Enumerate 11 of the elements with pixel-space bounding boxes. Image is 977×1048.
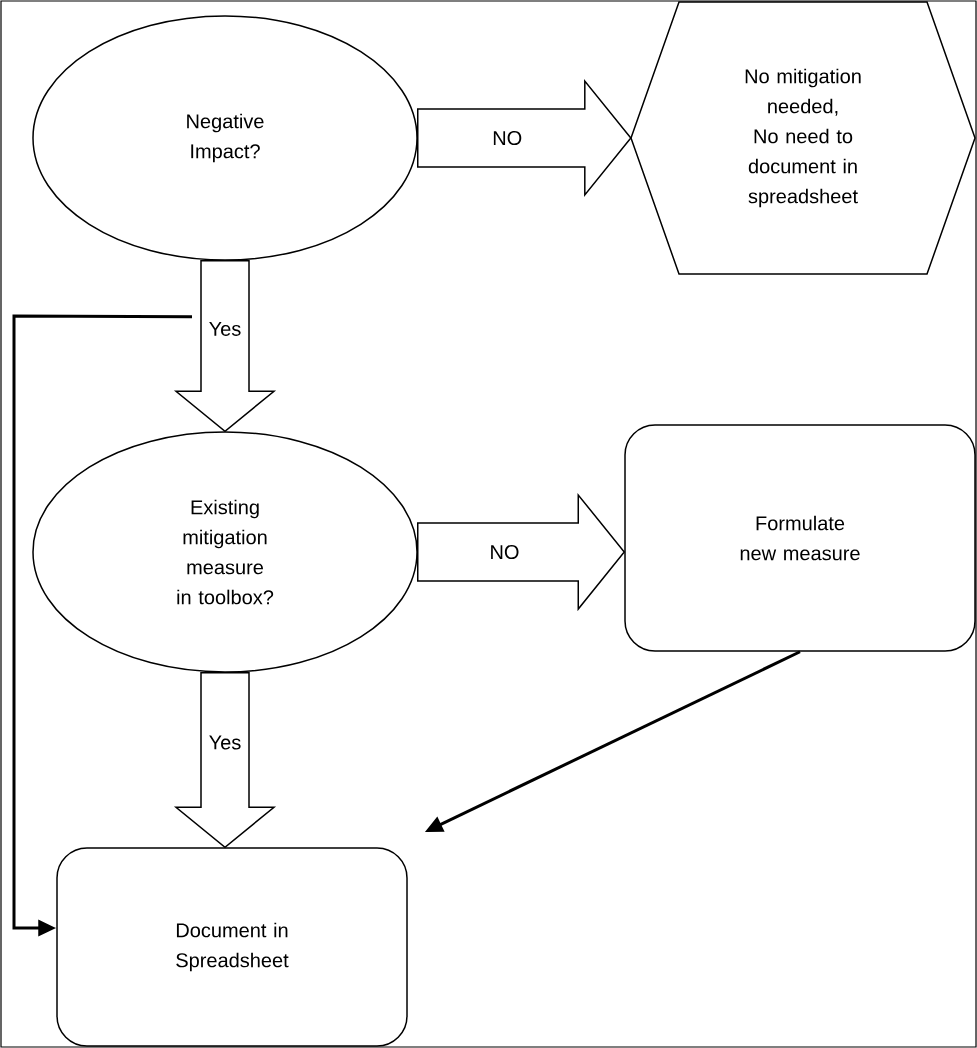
block-arrow xyxy=(417,78,632,198)
block-arrow xyxy=(173,260,277,433)
block-arrow xyxy=(173,672,277,849)
edge-label: Yes xyxy=(209,735,241,750)
process-box: Document in Spreadsheet xyxy=(56,847,408,1047)
block-arrow xyxy=(417,492,626,612)
edge-label: Yes xyxy=(209,322,241,336)
process-box: Formulate new measure xyxy=(624,424,976,652)
edge-label: NO xyxy=(491,544,519,560)
edge-label: NO xyxy=(493,130,522,146)
terminal-hexagon: No mitigation needed, No need to document in spreadsheet xyxy=(630,1,976,275)
